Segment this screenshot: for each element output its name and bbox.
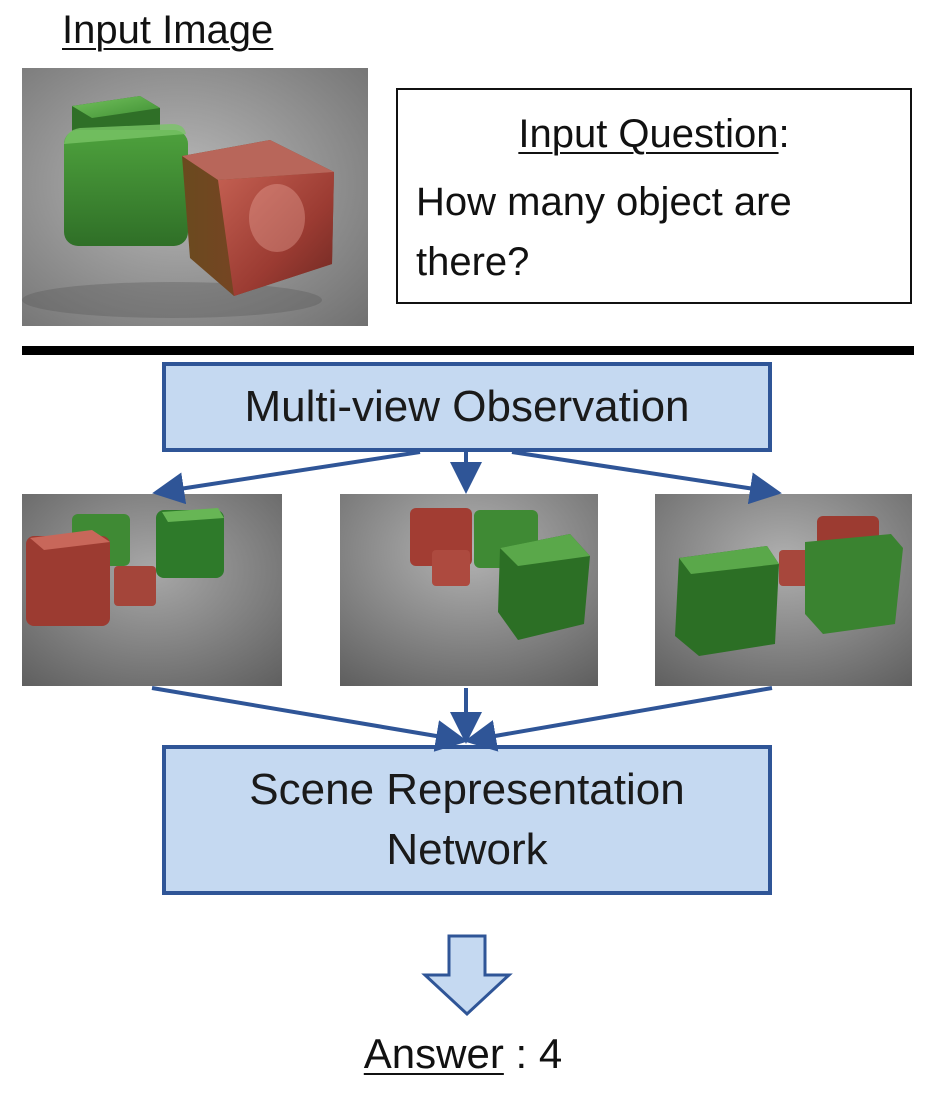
question-text: How many object are there? <box>416 180 792 284</box>
question-heading-colon: : <box>778 112 790 156</box>
arrow-view-3-to-network <box>464 686 773 752</box>
network-label-line-1: Scene Representation <box>249 765 685 814</box>
scene-representation-network-box: Scene Representation Network <box>162 745 772 895</box>
answer-label: Answer <box>363 1030 504 1077</box>
arrow-to-view-1 <box>152 450 421 505</box>
input-image-title: Input Image <box>62 8 274 52</box>
input-image <box>22 68 368 326</box>
multi-view-observation-box: Multi-view Observation <box>162 362 772 452</box>
answer-separator: : <box>503 1030 539 1077</box>
question-box: Input Question: How many object are ther… <box>396 88 912 304</box>
answer: Answer : 4 <box>0 1030 926 1078</box>
section-divider <box>22 346 914 355</box>
view-image-1 <box>22 494 282 686</box>
arrow-view-1-to-network <box>151 686 468 752</box>
view-image-3 <box>655 494 912 686</box>
arrow-to-view-3 <box>511 450 782 505</box>
answer-value: 4 <box>538 1030 563 1077</box>
network-label-line-2: Network <box>386 825 548 874</box>
question-heading-label: Input Question <box>518 112 779 156</box>
view-image-2 <box>340 494 598 686</box>
multi-view-observation-label: Multi-view Observation <box>244 382 690 431</box>
question-heading: Input Question: <box>398 112 910 157</box>
down-arrow-icon <box>421 934 513 1017</box>
